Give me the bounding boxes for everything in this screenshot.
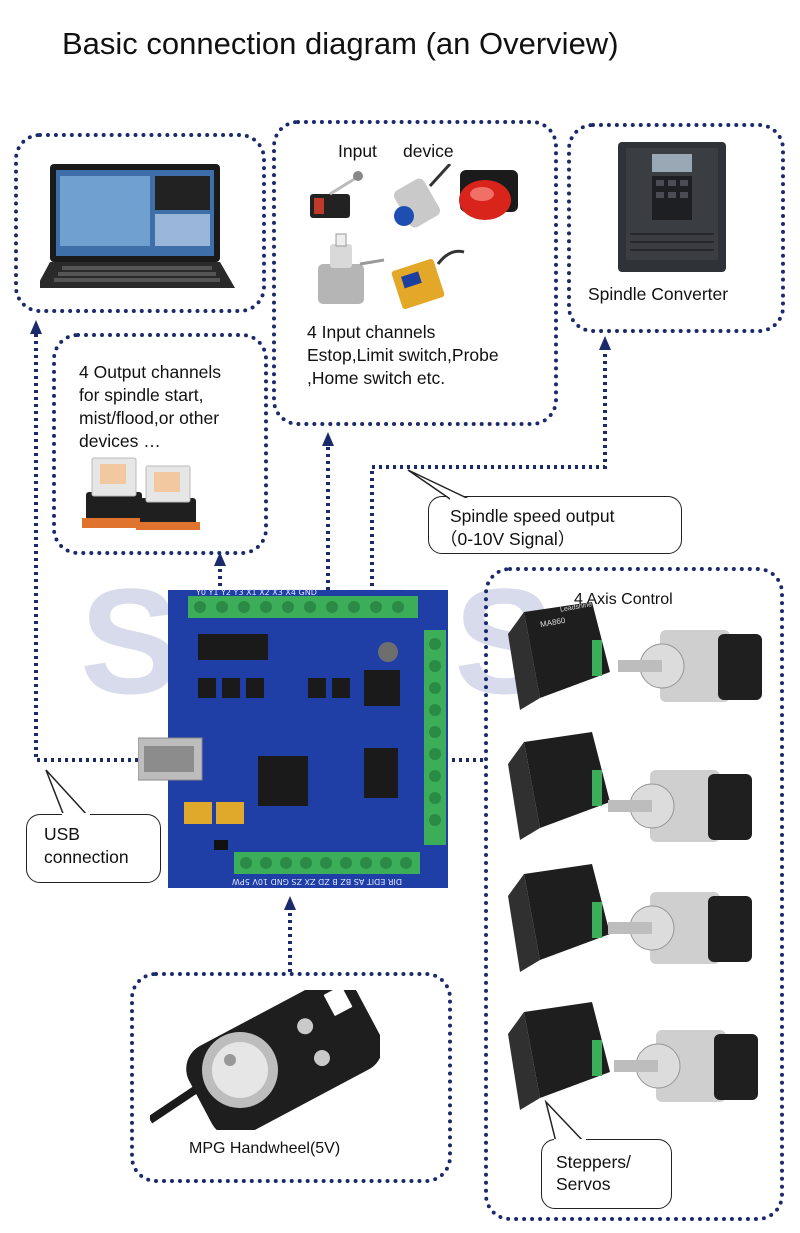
axis-control-box bbox=[484, 567, 784, 1221]
probe-icon bbox=[318, 233, 385, 304]
output-channels-line-3: mist/flood,or other bbox=[79, 408, 220, 428]
input-device-line-3: ,Home switch etc. bbox=[307, 368, 446, 388]
board-bottom-labels: DIR EDIT AS BZ B ZD ZX ZS GND 10V 5PW bbox=[232, 877, 402, 886]
usb-callout-tail bbox=[45, 769, 90, 818]
axis-control-label: 4 Axis Control bbox=[574, 591, 673, 608]
inductive-sensor-icon bbox=[391, 249, 465, 310]
steppers-line-1: Steppers/ bbox=[556, 1152, 631, 1172]
drivers-and-motors bbox=[508, 602, 762, 1110]
mpg-box bbox=[130, 972, 452, 1183]
mpg-label: MPG Handwheel(5V) bbox=[189, 1140, 341, 1157]
page-title: Basic connection diagram (an Overview) bbox=[62, 26, 619, 61]
laptop-image bbox=[40, 164, 235, 288]
arrowheads bbox=[30, 320, 611, 910]
input-device-box bbox=[272, 120, 558, 426]
usb-line-2: connection bbox=[44, 847, 129, 867]
usb-callout bbox=[26, 814, 161, 883]
output-channels-box bbox=[52, 333, 268, 555]
driver-motor-3 bbox=[508, 864, 752, 972]
usb-line-1: USB bbox=[44, 824, 80, 844]
estop-icon bbox=[459, 170, 518, 220]
limit-switch-icon bbox=[310, 171, 363, 218]
board-top-labels: Y0 Y1 Y2 Y3 X1 X2 X3 X4 GND bbox=[196, 588, 317, 597]
input-device-images bbox=[310, 164, 518, 310]
relay-icon bbox=[136, 465, 200, 530]
relay-image bbox=[82, 457, 200, 530]
relay-icon bbox=[82, 457, 146, 528]
output-channels-line-1: 4 Output channels bbox=[79, 362, 222, 382]
proximity-sensor-icon bbox=[393, 164, 452, 228]
steppers-callout bbox=[541, 1139, 672, 1209]
input-device-line-1: 4 Input channels bbox=[307, 322, 436, 342]
driver-motor-4 bbox=[508, 1002, 758, 1110]
spindle-speed-line-1: Spindle speed output bbox=[450, 506, 615, 526]
spindle-converter-label: Spindle Converter bbox=[588, 284, 729, 304]
driver-motor-1 bbox=[508, 602, 762, 710]
spindle-speed-callout bbox=[428, 496, 682, 554]
spindle-converter-box bbox=[567, 123, 785, 333]
steppers-line-2: Servos bbox=[556, 1174, 611, 1194]
input-device-header-1: Input bbox=[338, 141, 377, 161]
steppers-callout-tail bbox=[544, 1100, 586, 1144]
driver-motor-2 bbox=[508, 732, 752, 842]
output-channels-line-2: for spindle start, bbox=[79, 385, 204, 405]
spindle-converter-image bbox=[618, 142, 726, 272]
spindle-speed-callout-tail bbox=[407, 469, 476, 503]
input-device-header-2: device bbox=[403, 141, 454, 161]
controller-board bbox=[138, 590, 448, 888]
spindle-speed-line-2: （0-10V Signal） bbox=[440, 529, 576, 549]
input-device-line-2: Estop,Limit switch,Probe bbox=[307, 345, 499, 365]
mpg-handwheel-image bbox=[150, 990, 380, 1130]
laptop-box bbox=[14, 133, 266, 313]
output-channels-line-4: devices … bbox=[79, 431, 161, 451]
